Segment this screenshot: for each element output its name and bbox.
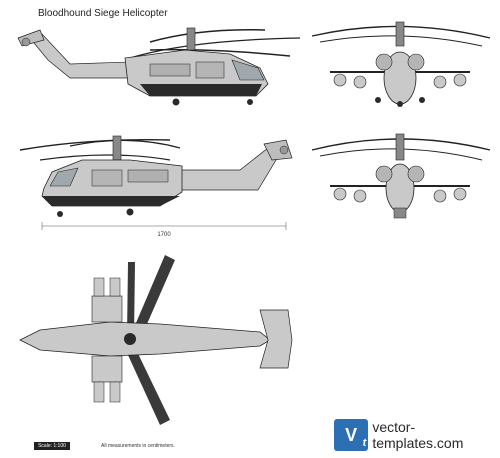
rotor-mast <box>395 21 405 47</box>
side-view-right <box>19 135 293 217</box>
tail-rotor <box>279 145 289 155</box>
main-rotor-blade <box>122 337 170 425</box>
wheel <box>375 97 381 103</box>
stub-wing <box>91 295 123 323</box>
tail-boom <box>179 147 283 191</box>
weapon-pods <box>93 277 121 403</box>
engine-nacelle <box>149 63 191 77</box>
rear-wheel <box>172 98 180 106</box>
front-wheel <box>247 99 253 105</box>
main-rotor-blade <box>129 37 301 59</box>
front-view <box>311 21 491 107</box>
brand[interactable]: V t vector-templates.com <box>334 419 500 451</box>
engine-intake <box>375 53 393 71</box>
stub-wing <box>91 355 123 383</box>
main-rotor-blade <box>149 48 291 57</box>
rotor-mast <box>395 133 405 161</box>
fuselage-belly <box>140 84 262 96</box>
main-rotor-blade <box>69 139 181 149</box>
engine-exhaust <box>407 165 425 183</box>
engine-nacelle <box>127 169 169 183</box>
tail-boom <box>29 33 131 79</box>
side-view-left <box>17 27 301 106</box>
weapon-pylon <box>195 61 225 79</box>
main-rotor-blade <box>127 262 135 336</box>
tail-fin <box>263 139 293 161</box>
logo-sub: t <box>362 437 367 449</box>
horizontal-stabilizer <box>259 309 293 369</box>
dimension-label: 1700 <box>157 232 171 238</box>
rotor-hub <box>124 333 136 345</box>
wheel <box>397 101 403 107</box>
main-rotor-blade <box>39 154 171 161</box>
main-rotor-blade <box>149 29 266 43</box>
brand-logo-icon: V t <box>334 419 369 451</box>
engine-exhaust <box>375 165 393 183</box>
brand-site[interactable]: vector-templates.com <box>372 419 464 451</box>
main-rotor-blade <box>130 255 175 340</box>
weapon-pods <box>333 187 467 203</box>
scale-label: Scale: 1:100 <box>34 442 70 450</box>
front-wheel <box>57 211 63 217</box>
top-view <box>19 255 293 425</box>
cockpit-canopy <box>49 167 79 187</box>
rotor-mast <box>186 27 196 51</box>
rotor-mast <box>112 135 122 161</box>
length-dimension: 1700 <box>41 222 287 238</box>
tail-section <box>393 207 407 219</box>
main-rotor-blade <box>19 139 171 151</box>
page-title: Bloodhound Siege Helicopter <box>38 8 168 19</box>
fuselage-belly <box>42 196 180 206</box>
rear-wheel <box>126 208 134 216</box>
cockpit-canopy <box>231 59 265 81</box>
wheel <box>419 97 425 103</box>
engine-intake <box>407 53 425 71</box>
fuselage-top <box>19 321 271 357</box>
weapon-pylon <box>91 169 123 187</box>
rear-view <box>311 133 491 219</box>
logo-main: V <box>345 424 358 445</box>
weapon-pods <box>333 73 467 89</box>
measurements-note: All measurements in centimeters. <box>101 443 175 449</box>
tail-rotor <box>21 37 31 47</box>
